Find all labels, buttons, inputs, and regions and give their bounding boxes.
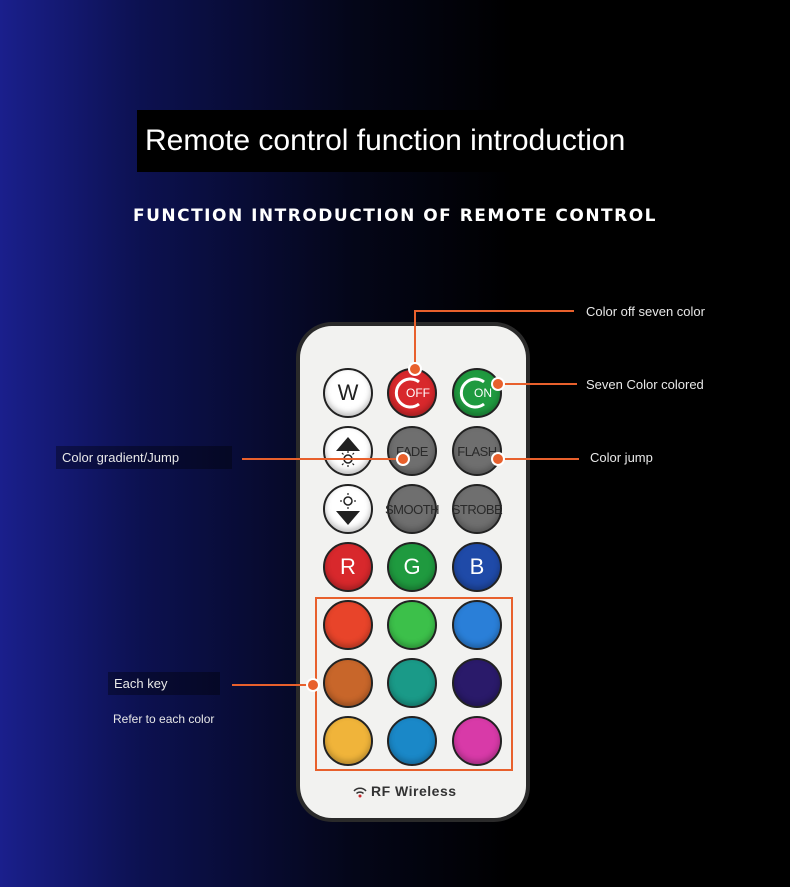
callout-dot [396,452,410,466]
color-key[interactable] [452,716,502,766]
power-c-icon [394,377,420,409]
blue-key[interactable]: B [452,542,502,592]
strobe-key[interactable]: STROBE [451,484,503,534]
blue-key-label: B [469,554,485,579]
annotation-color-off: Color off seven color [586,304,705,319]
red-key-label: R [340,554,356,579]
callout-dot [306,678,320,692]
rf-wireless-text: RF Wireless [371,783,457,799]
fade-key[interactable]: FADE [387,426,437,476]
brightness-down-key[interactable] [323,484,373,534]
color-key[interactable] [452,600,502,650]
annotation-color-jump: Color jump [584,446,696,469]
color-key[interactable] [323,658,373,708]
off-key[interactable]: OFF [387,368,437,418]
callout-line [232,684,312,686]
brightness-up-icon [336,437,360,467]
strobe-key-label: STROBE [451,501,503,517]
on-key[interactable]: ON [452,368,502,418]
color-key[interactable] [323,716,373,766]
annotation-each-key-note: Refer to each color [113,712,215,726]
white-key[interactable]: W [323,368,373,418]
green-key[interactable]: G [387,542,437,592]
off-key-label: OFF [406,386,430,400]
wireless-icon [353,787,367,798]
annotation-each-key: Each key [108,672,220,695]
annotation-seven-color: Seven Color colored [586,377,704,392]
white-key-label: W [337,380,359,405]
callout-line [414,310,574,312]
power-c-icon [459,377,485,409]
callout-dot [491,452,505,466]
color-key[interactable] [387,658,437,708]
callout-line [242,458,402,460]
green-key-label: G [403,554,421,579]
smooth-key-label: SMOOTH [384,501,440,517]
color-key[interactable] [323,600,373,650]
callout-line [414,310,416,368]
red-key[interactable]: R [323,542,373,592]
callout-dot [408,362,422,376]
callout-line [497,458,579,460]
on-key-label: ON [474,386,492,400]
flash-key-label: FLASH [457,443,497,459]
color-key[interactable] [387,600,437,650]
page-title: Remote control function introduction [137,110,655,172]
flash-key[interactable]: FLASH [452,426,502,476]
rf-wireless-label: RF Wireless [352,783,457,799]
color-key[interactable] [387,716,437,766]
callout-dot [491,377,505,391]
annotation-gradient: Color gradient/Jump [56,446,232,469]
brightness-down-icon [336,493,360,525]
color-key[interactable] [452,658,502,708]
page-subtitle: FUNCTION INTRODUCTION OF REMOTE CONTROL [132,206,658,226]
callout-line [497,383,577,385]
brightness-up-key[interactable] [323,426,373,476]
smooth-key[interactable]: SMOOTH [384,484,440,534]
